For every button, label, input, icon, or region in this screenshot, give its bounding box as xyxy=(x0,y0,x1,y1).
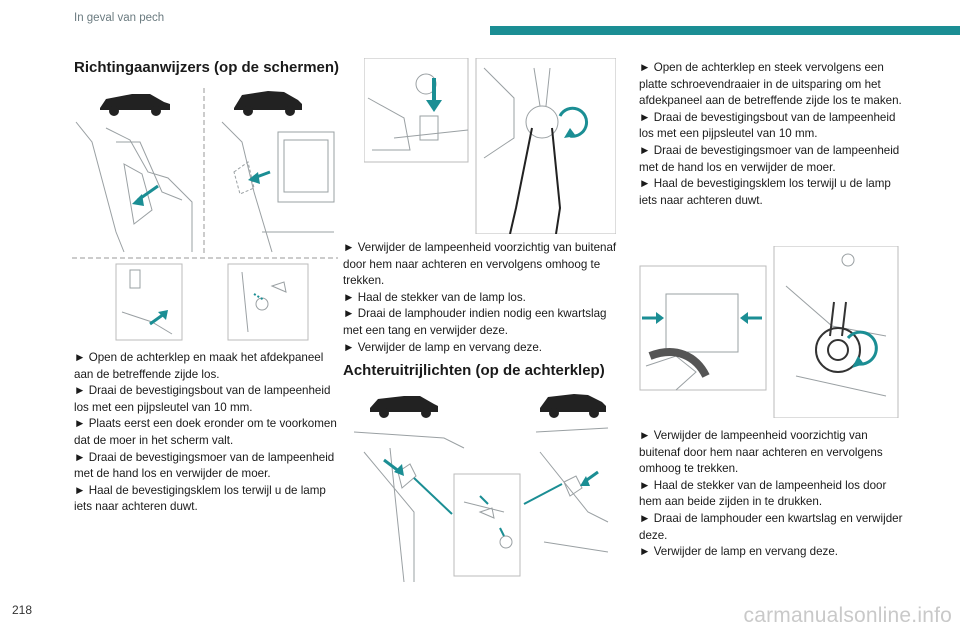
car-silhouette-icon xyxy=(370,396,438,418)
instruction-step: ► Haal de stekker van de lampeenheid los… xyxy=(639,478,887,509)
instruction-step: ► Open de achterklep en steek vervolgens… xyxy=(639,61,902,108)
heading-richtingaanwijzers: Richtingaanwijzers (op de schermen) xyxy=(74,59,340,76)
instruction-step: ► Draai de bevestigingsbout van de lampe… xyxy=(74,384,331,414)
reversing-light-instructions: ► Open de achterklep en steek vervolgens… xyxy=(639,60,909,209)
instruction-step: ► Haal de bevestigingsklem los terwijl u… xyxy=(74,483,326,514)
arrow-icon xyxy=(499,527,505,537)
instruction-step: ► Verwijder de lamp en vervang deze. xyxy=(343,340,543,354)
instruction-step: ► Draai de bevestigingsbout van de lampe… xyxy=(639,110,896,141)
arrow-icon xyxy=(149,312,165,326)
header-accent-bar xyxy=(490,26,960,35)
running-header: In geval van pech xyxy=(74,12,165,24)
car-silhouette-icon xyxy=(100,94,170,116)
rotate-arrow-icon xyxy=(558,106,589,138)
instruction-step: ► Draai de bevestigingsmoer van de lampe… xyxy=(639,143,900,174)
reversing-lamp-unit-illustration xyxy=(639,246,899,418)
car-silhouette-icon xyxy=(540,394,606,418)
instruction-step: ► Haal de stekker van de lamp los. xyxy=(343,290,526,304)
instruction-step: ► Plaats eerst een doek eronder om te vo… xyxy=(74,417,337,447)
watermark: carmanualsonline.info xyxy=(743,604,952,627)
arrow-icon xyxy=(253,293,265,301)
reversing-light-illustration xyxy=(354,394,609,583)
lamp-unit-removal-illustration xyxy=(364,58,616,234)
arrow-icon xyxy=(523,483,563,505)
instruction-step: ► Verwijder de lampeenheid voorzichtig v… xyxy=(343,241,617,288)
instruction-step: ► Draai de lamphouder indien nodig een k… xyxy=(343,307,607,337)
instruction-step: ► Verwijder de lampeenheid voorzichtig v… xyxy=(639,429,883,476)
instruction-step: ► Verwijder de lamp en vervang deze. xyxy=(639,545,839,559)
instruction-step: ► Draai de bevestigingsmoer van de lampe… xyxy=(74,450,335,481)
car-silhouette-icon xyxy=(234,91,302,116)
reversing-lamp-replacement-instructions: ► Verwijder de lampeenheid voorzichtig v… xyxy=(639,428,911,561)
rotate-arrow-icon xyxy=(846,330,878,366)
instruction-step: ► Draai de lamphouder een kwartslag en v… xyxy=(639,511,903,542)
turn-signal-instructions: ► Open de achterklep en maak het afdekpa… xyxy=(74,350,342,516)
arrow-icon xyxy=(479,495,489,505)
turn-signal-illustration xyxy=(72,88,338,341)
instruction-step: ► Open de achterklep en maak het afdekpa… xyxy=(74,351,324,381)
lamp-removal-instructions: ► Verwijder de lampeenheid voorzichtig v… xyxy=(343,240,618,356)
heading-achteruitrijlichten: Achteruitrijlichten (op de achterklep) xyxy=(343,362,605,379)
arrow-icon xyxy=(413,477,453,515)
page-number: 218 xyxy=(12,603,33,617)
instruction-step: ► Haal de bevestigingsklem los terwijl u… xyxy=(639,177,891,207)
